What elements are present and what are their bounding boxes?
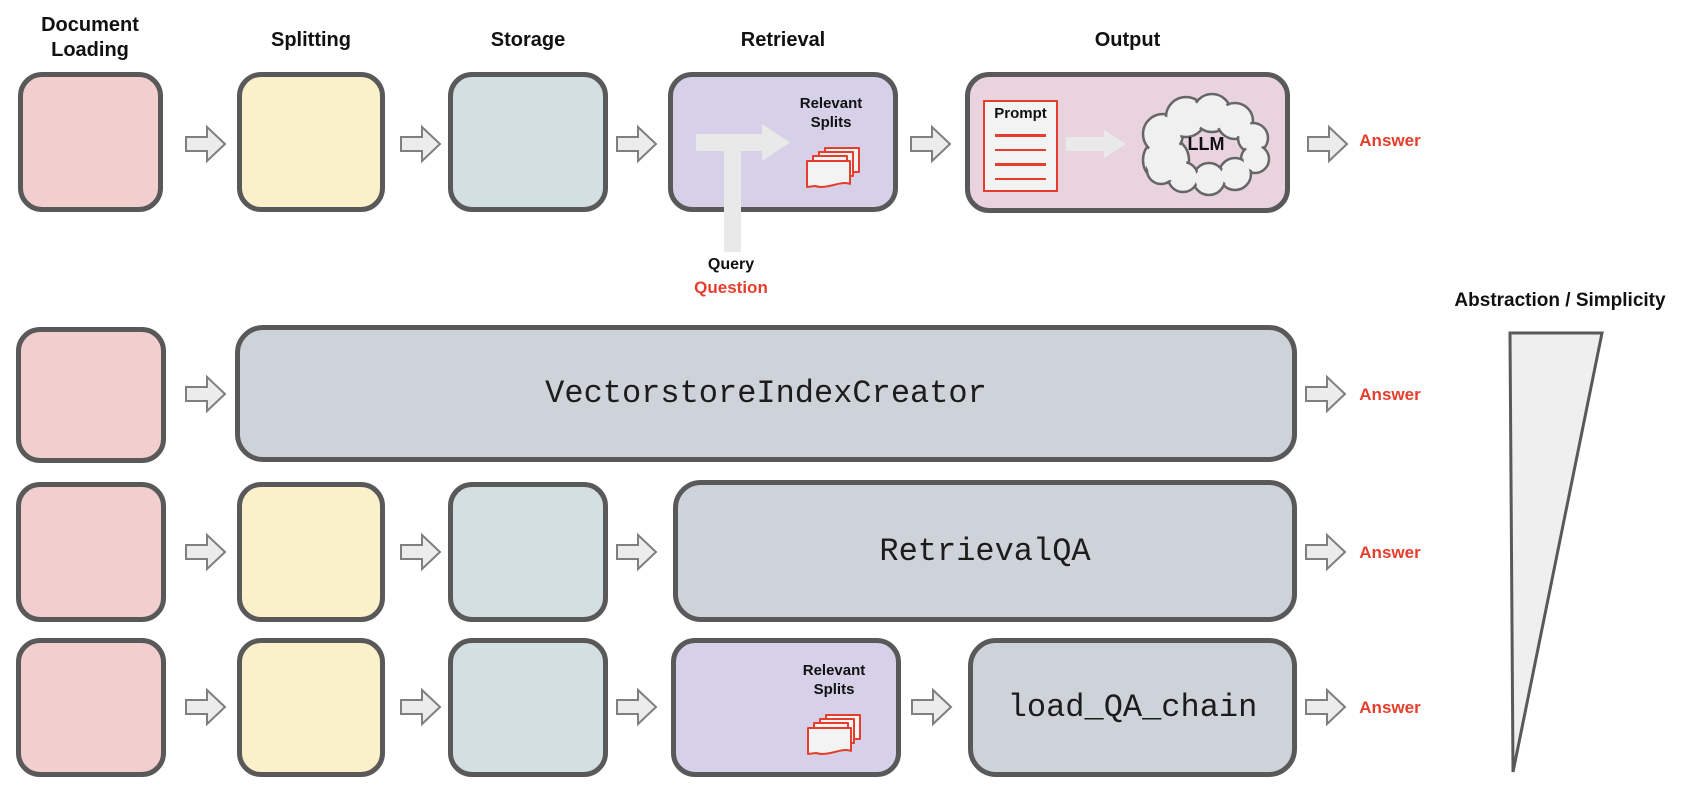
code-box-vectorstore-index-creator: VectorstoreIndexCreator xyxy=(235,325,1297,462)
stage-label-storage: Storage xyxy=(490,29,566,51)
flow-arrow-icon xyxy=(911,687,953,727)
query-label: Query xyxy=(707,256,755,273)
stage-label-splitting: Splitting xyxy=(271,29,351,51)
flow-arrow-icon xyxy=(1305,687,1347,727)
stage-label-document-loading: Document Loading xyxy=(41,14,139,61)
flow-arrow-icon xyxy=(616,687,658,727)
row2-storage-box xyxy=(448,482,608,622)
code-box-load-qa-chain: load_QA_chain xyxy=(968,638,1297,777)
prompt-document-icon: Prompt xyxy=(983,100,1058,192)
flow-arrow-icon xyxy=(616,124,658,164)
flow-arrow-icon xyxy=(400,532,442,572)
flow-arrow-icon xyxy=(400,124,442,164)
document-stack-icon xyxy=(807,714,861,755)
relevant-splits-label: Relevant Splits xyxy=(799,95,863,131)
query-tee-arrow-icon xyxy=(696,124,790,252)
prompt-text-line xyxy=(995,148,1046,151)
flow-arrow-icon xyxy=(910,124,952,164)
flow-arrow-icon xyxy=(616,532,658,572)
stage-box-document-loading xyxy=(18,72,163,212)
flow-arrow-icon xyxy=(185,532,227,572)
row3-splitting-box xyxy=(237,638,385,777)
relevant-splits-label: Relevant Splits xyxy=(802,662,866,698)
code-box-retrieval-qa: RetrievalQA xyxy=(673,480,1297,622)
llm-cloud-icon: LLM xyxy=(1141,92,1271,197)
flow-arrow-icon xyxy=(185,374,227,414)
prompt-label: Prompt xyxy=(994,105,1047,122)
row1-document-loading-box xyxy=(16,327,166,463)
flow-arrow-icon xyxy=(185,124,227,164)
row2-document-loading-box xyxy=(16,482,166,622)
row3-storage-box xyxy=(448,638,608,777)
answer-label: Answer xyxy=(1359,385,1421,404)
prompt-text-line xyxy=(995,134,1046,137)
prompt-to-llm-arrow-icon xyxy=(1066,130,1126,158)
flow-arrow-icon xyxy=(185,687,227,727)
flow-arrow-icon xyxy=(1307,124,1349,164)
answer-label: Answer xyxy=(1359,698,1421,717)
llm-label: LLM xyxy=(1188,134,1225,154)
question-label: Question xyxy=(694,278,768,297)
abstraction-axis-label: Abstraction / Simplicity xyxy=(1454,290,1666,311)
stage-box-storage xyxy=(448,72,608,212)
flow-arrow-icon xyxy=(1305,374,1347,414)
prompt-text-line xyxy=(995,177,1046,180)
abstraction-triangle-icon xyxy=(1508,331,1604,773)
document-stack-icon xyxy=(806,147,860,188)
row2-splitting-box xyxy=(237,482,385,622)
row3-document-loading-box xyxy=(16,638,166,777)
prompt-text-line xyxy=(995,163,1046,166)
flow-arrow-icon xyxy=(1305,532,1347,572)
answer-label: Answer xyxy=(1359,543,1421,562)
flow-arrow-icon xyxy=(400,687,442,727)
answer-label: Answer xyxy=(1359,131,1421,150)
row3-retrieval-box xyxy=(671,638,901,777)
stage-label-retrieval: Retrieval xyxy=(740,29,826,51)
stage-label-output: Output xyxy=(1094,29,1161,51)
stage-box-splitting xyxy=(237,72,385,212)
